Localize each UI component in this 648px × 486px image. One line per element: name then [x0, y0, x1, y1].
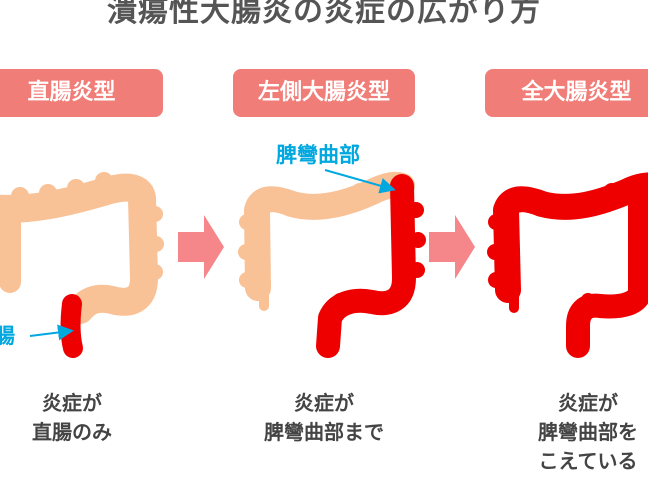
caption-rectal: 炎症が 直腸のみ — [0, 389, 172, 447]
caption-line: 炎症が — [558, 391, 618, 415]
caption-line: 脾彎曲部を — [538, 420, 638, 444]
colon-inflamed-segment — [316, 174, 416, 358]
rectum-inflamed — [60, 294, 83, 358]
caption-line: 直腸のみ — [32, 420, 112, 444]
colon-inflamed-descending — [566, 188, 648, 358]
caption-total: 炎症が 脾彎曲部を こえている — [488, 389, 648, 476]
diagram-title: 潰瘍性大腸炎の炎症の広がり方 — [107, 0, 541, 29]
type-pill-rectal: 直腸炎型 — [0, 69, 163, 117]
caption-line: 脾彎曲部まで — [264, 420, 384, 444]
caption-left-sided: 炎症が 脾彎曲部まで — [224, 389, 424, 447]
type-pill-left-sided: 左側大腸炎型 — [233, 69, 415, 117]
type-pill-total: 全大腸炎型 — [485, 69, 648, 117]
arrow-right-icon — [429, 215, 475, 279]
caption-line: 炎症が — [294, 391, 354, 415]
callout-splenic-flexure: 脾彎曲部 — [276, 143, 360, 167]
colon-total-type — [487, 172, 648, 358]
colon-left-sided-type — [238, 169, 426, 358]
caption-line: こえている — [538, 449, 638, 473]
colon-healthy-segment — [0, 173, 158, 324]
colon-rectal-type — [0, 172, 164, 358]
callout-rectum: 腸 — [0, 324, 15, 348]
caption-line: 炎症が — [42, 391, 102, 415]
arrow-right-icon — [178, 215, 224, 279]
